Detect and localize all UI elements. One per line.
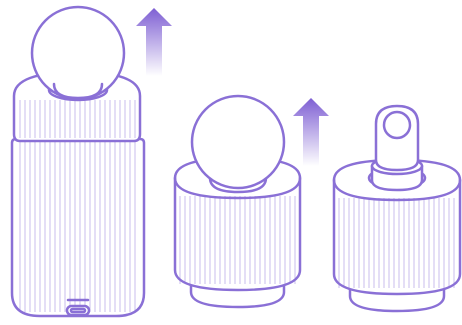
ribbed-base: [173, 156, 302, 292]
full-device: [10, 5, 172, 318]
ball-cap: [30, 5, 126, 101]
up-arrow-icon: [136, 8, 172, 76]
base-with-spindle: [332, 104, 462, 313]
ball-head-unit: [173, 94, 329, 309]
ribbed-body: [10, 137, 146, 318]
usb-c-port: [65, 298, 91, 317]
spindle-post: [367, 104, 427, 192]
up-arrow-icon: [293, 98, 329, 166]
ribbed-base: [332, 158, 462, 296]
ball-cap: [190, 94, 286, 194]
